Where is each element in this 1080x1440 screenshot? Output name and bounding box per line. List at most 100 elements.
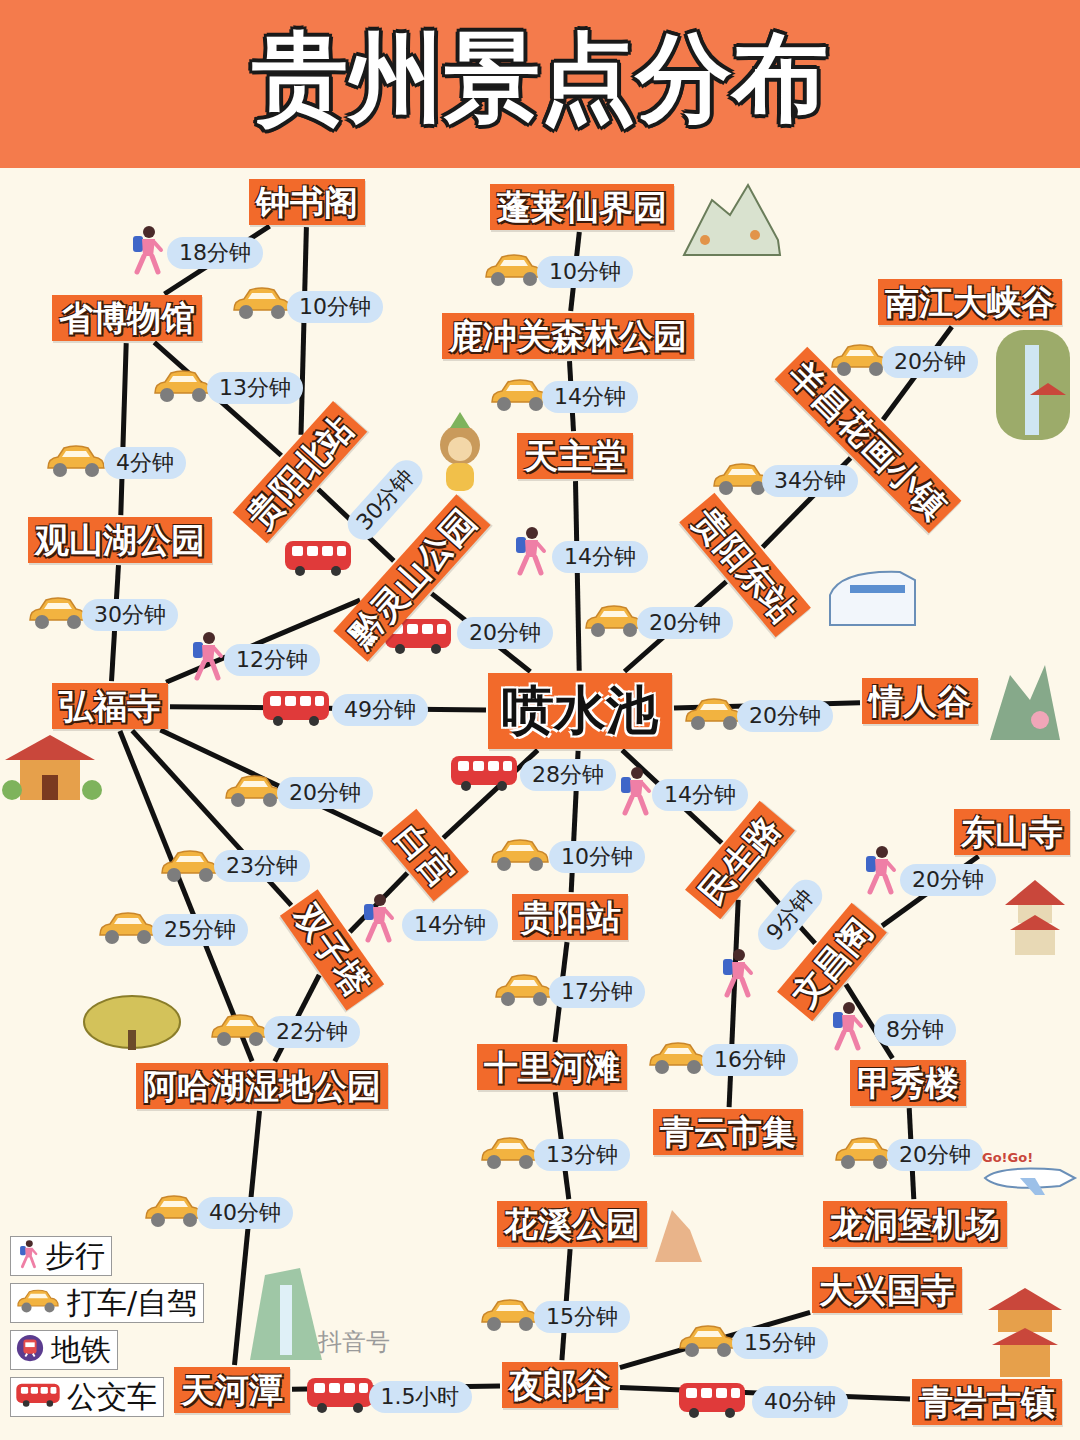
- spot-box: 青岩古镇: [912, 1379, 1062, 1425]
- car-icon: [488, 838, 552, 876]
- car-icon: [151, 369, 215, 407]
- tree-art: [84, 996, 180, 1050]
- legend-text: 打车/自驾: [67, 1283, 197, 1324]
- travel-time: 40分钟: [752, 1386, 848, 1418]
- watermark: 抖音号: [318, 1326, 390, 1358]
- travel-time: 34分钟: [762, 465, 858, 497]
- car-icon: [478, 1136, 542, 1174]
- plane-art: [985, 1169, 1075, 1195]
- route-line: [120, 731, 252, 1061]
- spot-box: 甲秀楼: [850, 1060, 966, 1106]
- spot-box: 弘福寺: [52, 683, 168, 729]
- travel-time: 30分钟: [82, 599, 178, 631]
- legend-text: 地铁: [51, 1330, 111, 1371]
- travel-time: 40分钟: [197, 1197, 293, 1229]
- spot-name: 喷水池: [502, 677, 658, 745]
- travel-time: 12分钟: [224, 644, 320, 676]
- route-line: [576, 481, 580, 671]
- walker-icon: [825, 1000, 865, 1056]
- car-icon: [96, 911, 160, 949]
- spot-name: 弘福寺: [59, 684, 161, 728]
- travel-time: 15分钟: [534, 1301, 630, 1333]
- travel-time: 20分钟: [900, 864, 996, 896]
- travel-time: 49分钟: [332, 694, 428, 726]
- car-icon: [676, 1324, 740, 1362]
- bus-icon: [449, 753, 519, 797]
- travel-time: 25分钟: [152, 914, 248, 946]
- travel-time: 20分钟: [882, 346, 978, 378]
- spot-box: 花溪公园: [497, 1201, 647, 1247]
- legend-item: 地铁: [10, 1330, 118, 1370]
- travel-time: 20分钟: [637, 607, 733, 639]
- spot-name: 观山湖公园: [35, 518, 205, 562]
- train-art: [830, 572, 915, 625]
- spot-name: 阿哈湖湿地公园: [143, 1064, 381, 1108]
- car-icon: [44, 444, 108, 482]
- spot-box: 青云市集: [653, 1109, 803, 1155]
- spot-name: 青岩古镇: [919, 1380, 1055, 1424]
- spot-name: 鹿冲关森林公园: [449, 314, 687, 358]
- spot-box: 龙洞堡机场: [823, 1201, 1007, 1247]
- spot-box: 东山寺: [954, 809, 1070, 855]
- bus-icon: [677, 1380, 747, 1424]
- spot-name: 青云市集: [660, 1110, 796, 1154]
- spot-name: 贵阳站: [519, 895, 621, 939]
- spot-box: 南江大峡谷: [878, 279, 1062, 325]
- travel-time: 13分钟: [207, 372, 303, 404]
- mountain-art: [684, 185, 780, 255]
- spot-box: 省博物馆: [52, 295, 202, 341]
- travel-time: 15分钟: [732, 1327, 828, 1359]
- spot-name: 花溪公园: [504, 1202, 640, 1246]
- travel-time: 13分钟: [534, 1139, 630, 1171]
- hub-box: 喷水池: [488, 673, 672, 749]
- spot-name: 钟书阁: [256, 180, 358, 224]
- walker-icon: [356, 892, 396, 948]
- legend-item: 打车/自驾: [10, 1283, 204, 1323]
- travel-time: 14分钟: [552, 541, 648, 573]
- route-line: [166, 600, 360, 682]
- bus-icon: [305, 1375, 375, 1419]
- spot-name: 夜郎谷: [509, 1363, 611, 1407]
- car-icon: [26, 596, 90, 634]
- spot-box: 鹿冲关森林公园: [442, 313, 694, 359]
- route-line: [160, 730, 382, 835]
- car-icon: [208, 1013, 272, 1051]
- legend-symbol: [15, 1239, 39, 1273]
- car-icon: [158, 849, 222, 887]
- hill-art: [655, 1210, 702, 1262]
- bus-icon: [283, 538, 353, 582]
- spot-name: 甲秀楼: [857, 1061, 959, 1105]
- travel-time: 28分钟: [520, 759, 616, 791]
- legend-text: 公交车: [67, 1377, 157, 1418]
- car-icon: [646, 1041, 710, 1079]
- spot-box: 贵阳站: [512, 894, 628, 940]
- route-line: [235, 1111, 260, 1365]
- spot-box: 阿哈湖湿地公园: [136, 1063, 388, 1109]
- car-icon: [478, 1298, 542, 1336]
- travel-time: 17分钟: [549, 976, 645, 1008]
- car-icon: [230, 286, 294, 324]
- spot-box: 情人谷: [862, 678, 978, 724]
- walker-icon: [613, 765, 653, 821]
- travel-time: 20分钟: [277, 777, 373, 809]
- legend-item: 步行: [10, 1236, 112, 1276]
- walker-icon: [125, 224, 165, 280]
- spot-name: 龙洞堡机场: [830, 1202, 1000, 1246]
- walker-icon: [858, 844, 898, 900]
- spot-name: 天主堂: [524, 434, 626, 478]
- walker-icon: [185, 630, 225, 686]
- gate-art: [988, 1288, 1062, 1377]
- spot-box: 夜郎谷: [502, 1362, 618, 1408]
- route-line: [164, 226, 269, 294]
- temple-art: [2, 735, 102, 800]
- travel-time: 30分钟: [341, 454, 429, 547]
- travel-time: 1.5小时: [369, 1381, 472, 1413]
- route-line: [350, 873, 408, 932]
- plane-caption: Go!Go!: [982, 1150, 1033, 1165]
- legend-symbol: [15, 1380, 61, 1414]
- spot-name: 南江大峡谷: [885, 280, 1055, 324]
- spot-box: 大兴国寺: [812, 1267, 962, 1313]
- legend-text: 步行: [45, 1236, 105, 1277]
- monkey-art: [440, 412, 480, 491]
